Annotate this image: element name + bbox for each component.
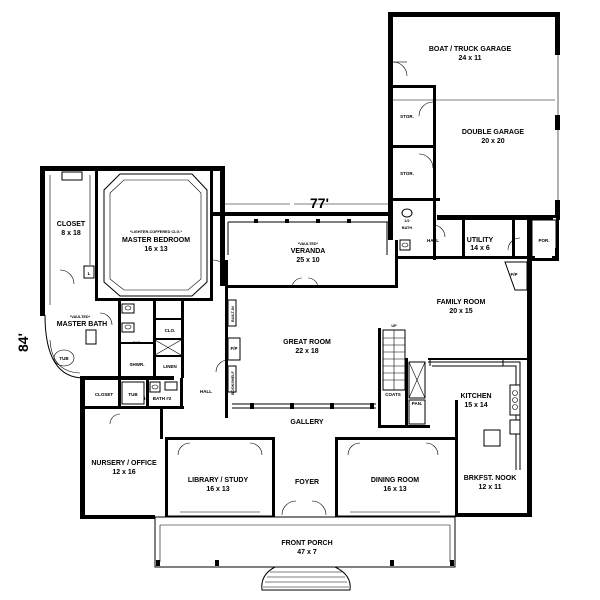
room-name-family-room: FAMILY ROOM	[437, 299, 486, 306]
room-label-l: L	[88, 271, 91, 276]
room-name-stor-lower: STOR.	[400, 171, 414, 176]
room-size-dining: 16 x 13	[383, 486, 406, 493]
bath2-fixtures	[121, 381, 178, 405]
label-bookshelf: BOOKSHELF	[231, 370, 235, 395]
room-name-pantry: PAN.	[412, 401, 422, 406]
room-size-master-bedroom: 16 x 13	[144, 246, 167, 253]
master-bedroom-ceiling-note: *LIGHTER-COFFERED CLG.*	[130, 230, 182, 234]
room-name-master-bath: MASTER BATH	[57, 321, 107, 328]
room-name-linen: LINEN	[163, 364, 177, 369]
room-name-kitchen: KITCHEN	[460, 393, 491, 400]
exterior-walls	[40, 12, 560, 519]
room-name-library: LIBRARY / STUDY	[188, 477, 249, 484]
window-bays	[165, 511, 455, 517]
room-size-veranda: 25 x 10	[296, 257, 319, 264]
coffered-ceiling	[103, 173, 208, 297]
room-name-bath2: BATH #2	[153, 396, 172, 401]
room-name-half-bath-b: BATH	[402, 226, 413, 230]
room-name-hall-top: HALL	[427, 238, 439, 243]
room-name-shwr: SHWR.	[130, 362, 145, 367]
label-stairs-up: UP	[391, 324, 397, 328]
room-name-foyer: FOYER	[295, 479, 319, 486]
room-name-nursery: NURSERY / OFFICE	[91, 460, 157, 467]
room-name-great-room: GREAT ROOM	[283, 339, 331, 346]
room-name-veranda: VERANDA	[291, 248, 326, 255]
room-size-breakfast-nook: 12 x 11	[479, 484, 502, 491]
room-name-utility: UTILITY	[467, 237, 494, 244]
room-size-family-room: 20 x 15	[449, 308, 472, 315]
room-name-wc: W.C.	[133, 341, 141, 345]
veranda-ceiling-note: *VAULTED*	[298, 242, 319, 246]
room-size-closet-big: 8 x 18	[61, 230, 81, 237]
room-size-front-porch: 47 x 7	[297, 549, 317, 556]
room-name-clo: CLO.	[165, 328, 176, 333]
room-name-breakfast-nook: BRKFST. NOOK	[464, 475, 517, 482]
master-bath-fixtures	[44, 303, 182, 379]
room-size-kitchen: 15 x 14	[464, 402, 487, 409]
overall-depth-dimension: 84'	[15, 333, 31, 352]
label-builtin: BUILT-IN	[231, 306, 235, 322]
room-name-front-porch: FRONT PORCH	[281, 540, 332, 547]
room-size-library: 16 x 13	[206, 486, 229, 493]
room-size-double-garage: 20 x 20	[481, 138, 504, 145]
room-size-utility: 14 x 6	[470, 245, 490, 252]
room-size-nursery: 12 x 16	[112, 469, 135, 476]
room-name-tub-bath2: TUB	[128, 392, 138, 397]
room-name-hall-mid: HALL	[200, 389, 212, 394]
room-name-stor-upper: STOR.	[400, 114, 414, 119]
label-fp-family-room: F/P	[510, 272, 517, 277]
overall-width-dimension: 77'	[310, 195, 329, 211]
front-porch	[154, 516, 456, 591]
room-name-tub-master: TUB	[59, 356, 69, 361]
interior-walls	[84, 85, 535, 517]
room-name-half-bath-a: 1/2	[404, 219, 409, 223]
room-size-boat-garage: 24 x 11	[459, 55, 482, 62]
room-name-closet-big: CLOSET	[57, 221, 86, 228]
room-name-coats: COATS	[385, 392, 400, 397]
closet-rods	[49, 171, 95, 305]
master-bath-ceiling-note: *VAULTED*	[70, 315, 91, 319]
side-porch	[531, 219, 557, 261]
fireplaces	[227, 261, 528, 393]
staircase	[382, 329, 426, 425]
room-name-closet-small: CLOSET	[95, 392, 114, 397]
room-name-dining: DINING ROOM	[371, 477, 419, 484]
room-name-master-bedroom: MASTER BEDROOM	[122, 237, 190, 244]
room-size-great-room: 22 x 18	[295, 348, 318, 355]
veranda-columns	[227, 219, 390, 409]
room-name-gallery: GALLERY	[290, 419, 324, 426]
room-name-double-garage: DOUBLE GARAGE	[462, 129, 525, 136]
kitchen-counters	[428, 361, 521, 470]
label-fp-great-room: F/P	[230, 346, 237, 351]
door-swings	[59, 61, 521, 516]
half-bath-fixtures	[399, 208, 413, 251]
room-name-boat-garage: BOAT / TRUCK GARAGE	[429, 46, 512, 53]
room-name-side-porch: POR.	[538, 238, 549, 243]
